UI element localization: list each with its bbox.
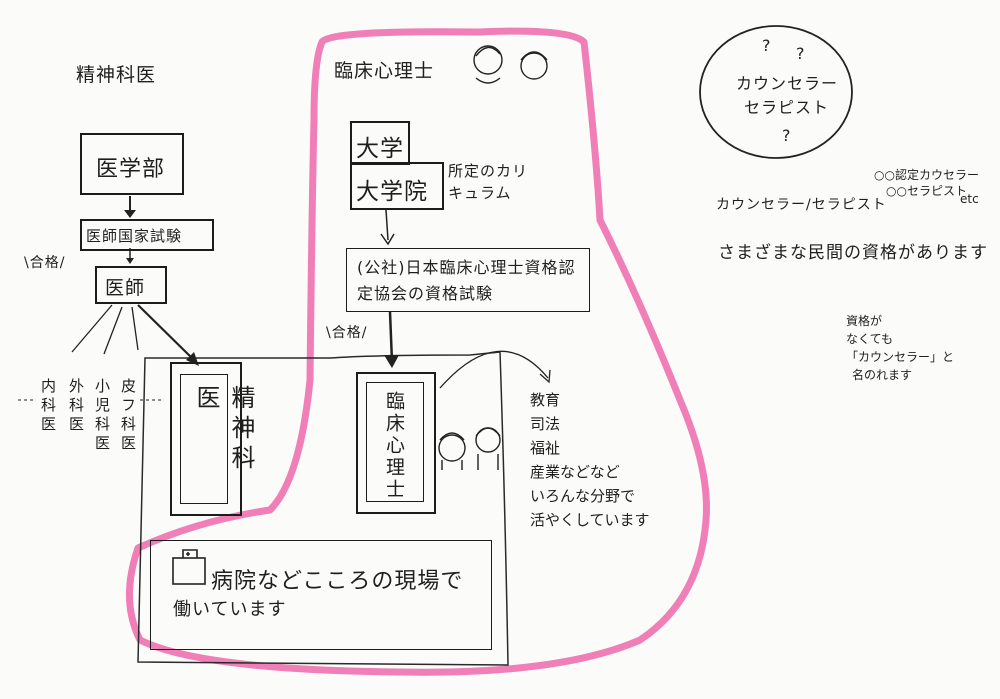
hospital-icon xyxy=(172,549,206,585)
arrowhead-5 xyxy=(384,355,399,368)
national-exam-label: 医師国家試験 xyxy=(86,227,183,245)
no-cert-line-3: 「カウンセラー」と xyxy=(846,350,955,364)
arrowhead-6 xyxy=(539,369,551,384)
branch-2 xyxy=(103,306,123,355)
arrow-grad-to-exam xyxy=(385,209,389,241)
psychiatrist-card-inner: 精神科医 xyxy=(180,374,255,504)
specialty-dermatology: 皮フ科医 xyxy=(119,378,137,454)
branch-to-psychiatrist xyxy=(137,304,197,363)
question-mark-1: ? xyxy=(762,36,772,55)
psychiatrist-card-outer xyxy=(170,362,242,516)
cert-example-etc: etc xyxy=(960,192,979,206)
specialty-surgery: 外科医 xyxy=(67,378,85,435)
cert-exam-label: (公社)日本臨床心理士資格認定協会の資格試験 xyxy=(357,258,576,303)
clinical-card-outer xyxy=(356,372,436,514)
med-school-label: 医学部 xyxy=(96,157,166,182)
question-mark-3: ? xyxy=(782,126,792,145)
person-icon-1 xyxy=(473,45,503,84)
counselor-therapist-label: カウンセラー/セラピスト xyxy=(716,197,887,213)
university-label: 大学 xyxy=(356,136,404,162)
curriculum-label: 所定のカリキュラム xyxy=(448,162,529,202)
curve-to-fields xyxy=(439,350,549,389)
cert-example-2: ○○セラピスト xyxy=(886,184,967,198)
arrowhead-2 xyxy=(126,258,134,264)
counselor-circle xyxy=(699,25,853,159)
no-cert-note: 資格が なくても 「カウンセラー」と 名のれます xyxy=(846,312,954,384)
cert-exam-box: (公社)日本臨床心理士資格認定協会の資格試験 xyxy=(346,248,590,312)
private-certs-note: さまざまな民間の資格があります xyxy=(718,243,988,263)
field-welfare: 福祉 xyxy=(530,439,561,457)
workplace-text: 病院などこころの現場で xyxy=(211,569,464,594)
field-industry: 産業などなど xyxy=(530,463,620,481)
no-cert-line-2: なくても xyxy=(846,332,894,346)
specialty-internal: 内科医 xyxy=(39,378,57,435)
workplace-box: 病院などこころの現場で 働いています xyxy=(150,540,492,650)
psychiatrist-card-label: 精神科医 xyxy=(192,385,255,475)
doctor-box: 医師 xyxy=(95,266,167,304)
no-cert-line-1: 資格が xyxy=(846,314,883,328)
workplace-text2: 働いています xyxy=(173,599,287,620)
field-active: 活やくしています xyxy=(530,511,650,529)
clinical-card-label: 臨床心理士 xyxy=(383,391,405,501)
workplace-outer-frame xyxy=(137,351,509,666)
arrow-exam-to-role xyxy=(388,311,394,363)
national-exam-box: 医師国家試験 xyxy=(80,219,214,251)
med-school-box: 医学部 xyxy=(80,133,184,195)
person-icon-4 xyxy=(475,427,501,470)
clinical-psychologist-heading: 臨床心理士 xyxy=(334,60,435,82)
grad-school-label: 大学院 xyxy=(356,179,428,205)
pass-label-right: \合格/ xyxy=(326,325,368,341)
pass-label-left: \合格/ xyxy=(24,255,66,271)
person-icon-2 xyxy=(520,51,548,80)
field-justice: 司法 xyxy=(530,415,561,433)
arrowhead-1 xyxy=(124,210,136,218)
circle-label-counselor: カウンセラー xyxy=(736,74,839,93)
no-cert-line-4: 名のれます xyxy=(852,368,913,382)
branch-3 xyxy=(131,306,139,351)
pink-highlight-outline xyxy=(126,27,710,676)
fields-list: 教育 司法 福祉 産業などなど いろんな分野で 活やくしています xyxy=(530,388,650,532)
doctor-label: 医師 xyxy=(105,277,146,299)
circle-label-therapist: セラピスト xyxy=(744,98,830,117)
branch-1 xyxy=(71,304,113,353)
person-icon-3 xyxy=(438,432,466,470)
grad-school-box: 大学院 xyxy=(350,162,444,210)
clinical-card-inner: 臨床心理士 xyxy=(366,382,424,502)
specialty-pediatrics: 小児科医 xyxy=(93,378,111,454)
field-various: いろんな分野で xyxy=(530,487,636,505)
arrowhead-4 xyxy=(380,233,395,246)
field-education: 教育 xyxy=(530,391,561,409)
question-mark-2: ? xyxy=(796,44,806,63)
cert-example-1: ○○認定カウセラー xyxy=(874,168,979,182)
university-box: 大学 xyxy=(350,121,410,165)
psychiatrist-heading: 精神科医 xyxy=(76,64,157,86)
